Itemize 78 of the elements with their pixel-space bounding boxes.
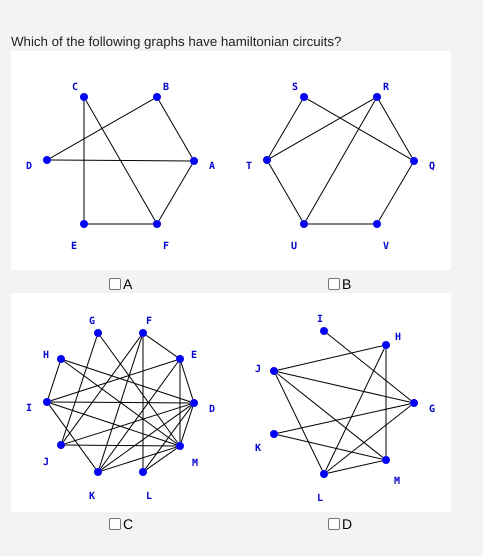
vertex-label: I (26, 404, 32, 414)
graph-edge (100, 336, 178, 444)
graph-edge (276, 373, 384, 458)
graph-edge (326, 404, 412, 472)
vertex-label: F (162, 242, 170, 252)
graph-edge (277, 371, 411, 403)
vertex-label: D (208, 405, 216, 415)
graph-edge (277, 434, 383, 460)
vertex-label: C (72, 83, 78, 93)
vertex-label: M (394, 477, 400, 487)
graph-edge (326, 333, 412, 401)
vertex-label: G (88, 317, 96, 327)
vertex-label: B (162, 83, 170, 93)
graph-edge (64, 360, 191, 402)
vertex-label: F (146, 317, 152, 327)
graph-edge (277, 403, 411, 434)
graph-edge (50, 402, 190, 404)
option-label: C (123, 517, 134, 531)
vertex-label: T (246, 162, 252, 172)
graph-edge (100, 404, 192, 470)
graph-edge (64, 444, 176, 446)
graph-edge (48, 362, 60, 399)
graph-edge (268, 100, 302, 158)
option-label: A (123, 277, 132, 291)
vertex-label: I (316, 315, 324, 325)
graph-edge (50, 98, 154, 158)
graph-edge (277, 345, 383, 371)
vertex-label: S (292, 83, 298, 93)
graph-edge (306, 98, 412, 160)
vertex-label: L (316, 494, 324, 504)
graph-edge (146, 448, 178, 470)
vertex-label: E (70, 242, 78, 252)
vertex-label: H (42, 351, 50, 361)
vertex-label: R (382, 83, 390, 93)
graph-edge (378, 100, 412, 158)
graph-edge (275, 374, 323, 471)
vertex-label: G (428, 405, 436, 415)
vertex-label: V (382, 242, 390, 252)
graph-edge (50, 360, 177, 402)
graph-edge (327, 460, 383, 474)
vertex-label: L (146, 492, 152, 502)
graph-edge (101, 446, 177, 472)
graph-edge (270, 98, 374, 158)
graph-edge (48, 404, 96, 470)
vertex-label: H (394, 333, 402, 343)
vertex-label: M (192, 459, 198, 469)
vertex-label: Q (428, 162, 436, 172)
graph-edge (158, 100, 192, 158)
graph-edge (50, 402, 177, 446)
vertex-label: D (26, 162, 32, 172)
vertex-label: K (254, 444, 262, 454)
graph-edge (64, 360, 178, 444)
graph-edge (378, 164, 412, 222)
vertex-label: J (254, 365, 262, 375)
graph-edge (268, 162, 302, 222)
graph-edge (144, 406, 192, 470)
graph-edge (180, 362, 194, 400)
graph-edge (62, 336, 142, 442)
graph-edge (180, 406, 194, 443)
graph-edge (86, 100, 156, 222)
graph-edge (98, 336, 142, 469)
graph-edge (64, 404, 191, 444)
vertex-label: E (190, 351, 198, 361)
graph-edge (142, 336, 144, 468)
graph-edge (50, 160, 190, 162)
graph-edge (306, 100, 376, 222)
vertex-label: J (42, 458, 50, 468)
vertex-label: K (88, 492, 96, 502)
graph-edge (158, 164, 192, 222)
graph-edge (325, 348, 385, 471)
question-text: Which of the following graphs have hamiltonian circuits? (11, 34, 342, 49)
option-label: B (342, 277, 352, 291)
graph-edge (146, 334, 178, 358)
vertex-label: U (290, 242, 298, 252)
option-label: D (342, 517, 352, 531)
graph-edge (100, 362, 178, 470)
graph-edge (62, 336, 98, 442)
vertex-label: A (208, 162, 216, 172)
